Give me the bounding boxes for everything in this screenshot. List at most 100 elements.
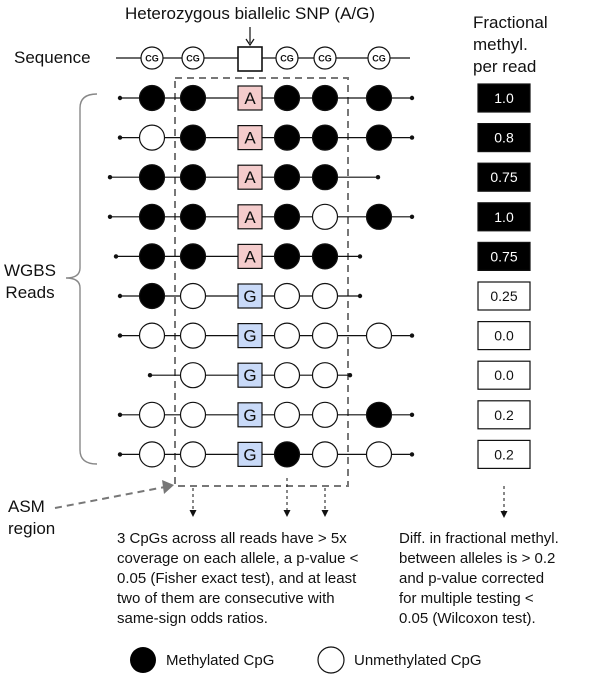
- frac-methyl-value: 1.0: [494, 90, 514, 106]
- unmethylated-cpg: [311, 203, 339, 230]
- sequence-cpg-3: CG: [275, 46, 299, 70]
- methylated-cpg: [311, 243, 339, 270]
- methylated-cpg: [273, 164, 301, 191]
- unmethylated-cpg: [311, 401, 339, 428]
- cg-label: CG: [318, 54, 332, 64]
- allele-box: [237, 402, 263, 428]
- read-row: G 0.0: [147, 360, 531, 390]
- read-end-dot: [117, 293, 123, 299]
- read-end-dot: [117, 135, 123, 140]
- cg-label: CG: [186, 54, 200, 64]
- methylated-cpg: [311, 164, 339, 191]
- note-right-line-2: between alleles is > 0.2: [399, 550, 555, 567]
- read-end-dot: [347, 373, 353, 378]
- frac-methyl-box: [477, 122, 531, 153]
- frac-arrow-head: [500, 511, 508, 518]
- read-end-dot: [357, 293, 363, 299]
- frac-methyl-box: [477, 83, 531, 113]
- read-end-dot: [409, 135, 415, 140]
- unmethylated-cpg: [179, 282, 207, 310]
- frac-methyl-box: [477, 360, 531, 390]
- asm-arrow-head: [162, 480, 174, 494]
- unmethylated-cpg: [273, 322, 301, 349]
- methylated-cpg: [179, 203, 207, 230]
- frac-methyl-box: [477, 321, 531, 351]
- read-row: A 1.0: [107, 202, 531, 232]
- read-end-dot: [409, 333, 415, 338]
- methylated-cpg: [179, 124, 207, 151]
- allele-label: A: [244, 89, 256, 108]
- unmethylated-cpg: [311, 282, 339, 310]
- frac-methyl-box: [477, 162, 531, 192]
- read-end-dot: [107, 214, 113, 219]
- note-right-line-5: 0.05 (Wilcoxon test).: [399, 610, 536, 627]
- frac-methyl-box: [477, 400, 531, 430]
- unmethylated-cpg: [179, 441, 207, 468]
- unmethylated-cpg: [273, 282, 301, 310]
- note-fisher: 3 CpGs across all reads have > 5x covera…: [117, 530, 359, 627]
- unmethylated-cpg: [273, 362, 301, 389]
- legend-methylated-label: Methylated CpG: [166, 652, 274, 669]
- note-left-line-5: same-sign odds ratios.: [117, 610, 268, 627]
- cpg-test-arrows: [192, 478, 326, 512]
- allele-box: [237, 441, 263, 467]
- read-row: G 0.0: [117, 321, 531, 351]
- allele-label: G: [243, 287, 256, 306]
- sequence-snp-box: [237, 46, 263, 72]
- unmethylated-cpg: [365, 441, 393, 468]
- allele-label: G: [243, 327, 256, 346]
- methylated-cpg: [365, 84, 393, 112]
- methylated-cpg: [273, 203, 301, 230]
- frac-methyl-value: 0.25: [490, 288, 517, 304]
- allele-label: G: [243, 366, 256, 385]
- read-end-dot: [409, 452, 415, 457]
- methylated-cpg: [273, 441, 301, 468]
- read-end-dot: [147, 373, 153, 378]
- methylated-cpg: [138, 203, 166, 230]
- methylated-cpg: [365, 203, 393, 230]
- legend-methylated-symbol: [130, 647, 156, 673]
- frac-methyl-value: 0.75: [490, 169, 517, 185]
- asm-label-line-1: ASM: [8, 497, 45, 516]
- methylated-cpg: [179, 164, 207, 191]
- unmethylated-cpg: [179, 322, 207, 349]
- read-end-dot: [117, 333, 123, 338]
- allele-label: A: [244, 208, 256, 227]
- unmethylated-cpg: [179, 362, 207, 389]
- read-end-dot: [113, 254, 119, 259]
- allele-label: A: [244, 247, 256, 266]
- unmethylated-cpg: [138, 322, 166, 349]
- methylated-cpg: [273, 84, 301, 112]
- methylated-cpg: [138, 164, 166, 191]
- reads-brace: [65, 93, 98, 465]
- note-left-line-4: two of them are consecutive with: [117, 590, 335, 607]
- frac-methyl-box: [477, 241, 531, 271]
- allele-box: [237, 124, 263, 151]
- allele-label: G: [243, 445, 256, 464]
- frac-methyl-box: [477, 281, 531, 311]
- frac-methyl-value: 1.0: [494, 209, 514, 225]
- note-left-line-1: 3 CpGs across all reads have > 5x: [117, 530, 347, 547]
- frac-header-line-1: Fractional: [473, 13, 548, 32]
- frac-methyl-value: 0.8: [494, 130, 514, 146]
- asm-arrow-line: [54, 485, 171, 509]
- read-end-dot: [409, 412, 415, 417]
- read-row: A 1.0: [117, 83, 531, 113]
- frac-methyl-value: 0.75: [490, 248, 517, 264]
- methylated-cpg: [138, 84, 166, 112]
- methylated-cpg: [138, 282, 166, 310]
- unmethylated-cpg: [311, 322, 339, 349]
- title: Heterozygous biallelic SNP (A/G): [125, 4, 375, 23]
- frac-methyl-value: 0.0: [494, 367, 514, 383]
- methylated-cpg: [273, 124, 301, 151]
- frac-methyl-value: 0.0: [494, 328, 514, 344]
- allele-box: [237, 323, 263, 349]
- allele-box: [237, 362, 263, 388]
- snp-pointer-head: [245, 38, 255, 47]
- allele-box: [237, 85, 263, 111]
